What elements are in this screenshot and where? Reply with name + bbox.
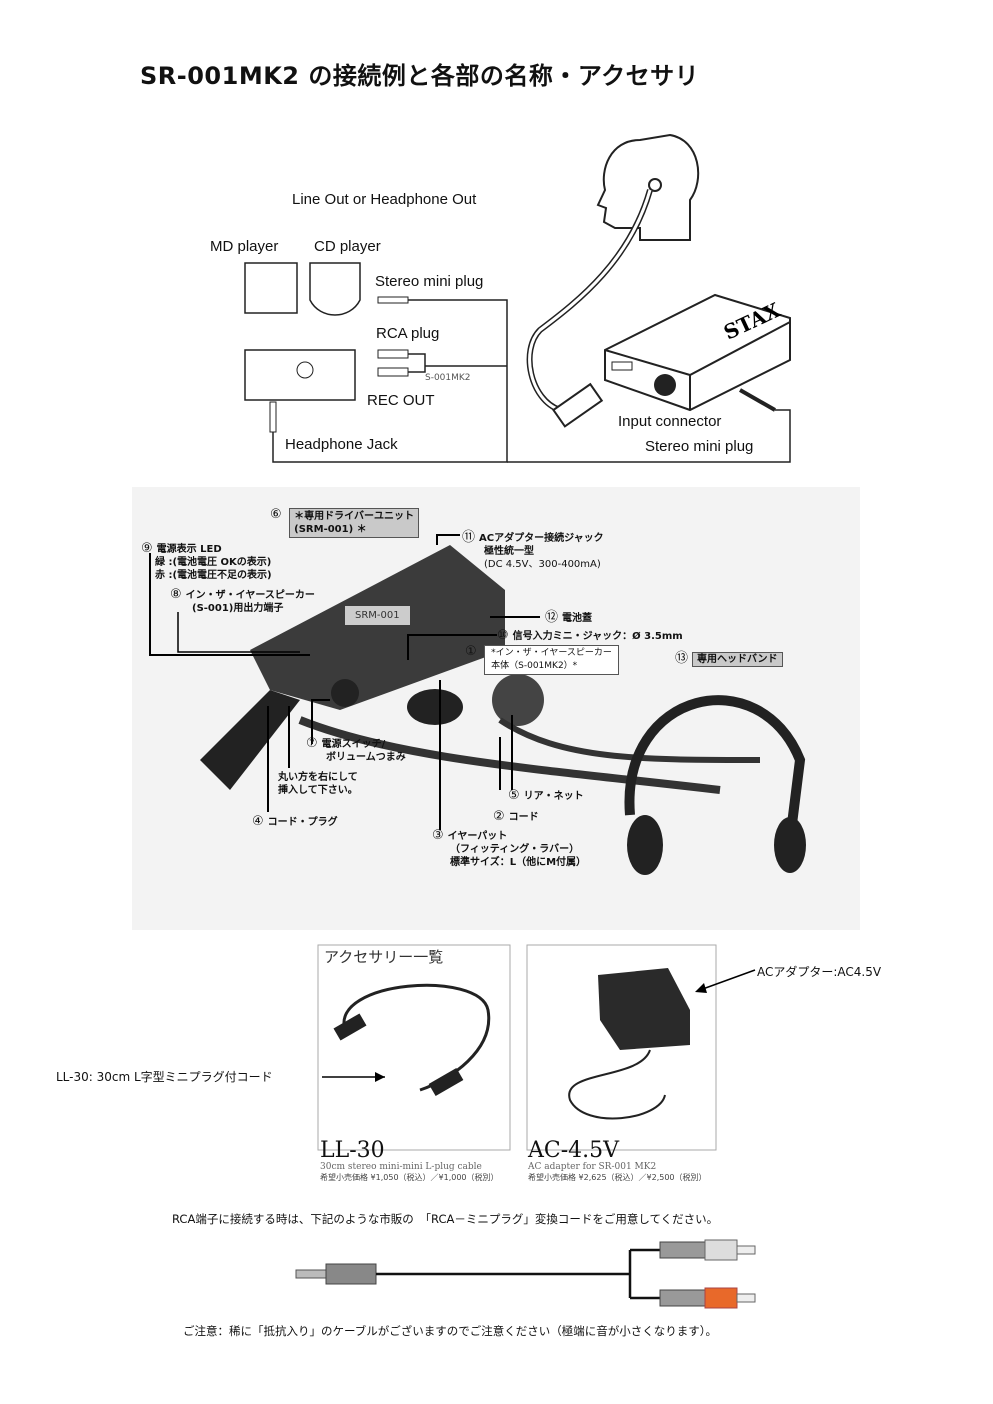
part-6-label: ⑥ ＊専用ドライバーユニット(SRM-001) ＊ xyxy=(270,508,419,538)
srm-001-tag: SRM-001 xyxy=(345,606,410,625)
driver-unit-photo xyxy=(250,545,505,710)
caution-note: ご注意：稀に「抵抗入り」のケーブルがございますのでご注意ください（極端に音が小さ… xyxy=(183,1324,718,1338)
rca-note: RCA端子に接続する時は、下記のような市販の 「RCA－ミニプラグ」変換コードを… xyxy=(172,1212,719,1226)
cd-player-label: CD player xyxy=(314,238,381,255)
stereo-mini-plug-label-2: Stereo mini plug xyxy=(645,438,754,455)
rca-red-plug-icon xyxy=(704,1287,738,1309)
headband-photo xyxy=(624,695,806,841)
insert-note: 丸い方を右にして挿入して下さい。 xyxy=(278,772,358,796)
rear-net-photo xyxy=(492,674,544,726)
rca-white-plug-icon xyxy=(704,1239,738,1261)
mini-plug-icon xyxy=(325,1263,377,1285)
srm-001-device xyxy=(604,293,791,412)
line-out-label: Line Out or Headphone Out xyxy=(292,191,477,208)
amplifier-icon xyxy=(244,349,356,401)
earpad-photo xyxy=(407,689,463,725)
ac-adapter-photo xyxy=(598,968,690,1050)
head-icon xyxy=(596,133,700,241)
md-player-label: MD player xyxy=(210,238,279,255)
cd-player-icon xyxy=(309,262,361,316)
accessories-heading: アクセサリー一覧 xyxy=(324,948,444,966)
rca-plug-label: RCA plug xyxy=(376,325,440,342)
ll-30-item: LL-30 30cm stereo mini-mini L-plug cable… xyxy=(320,1138,499,1182)
rec-out-label: REC OUT xyxy=(367,392,435,409)
headphone-jack-label: Headphone Jack xyxy=(285,436,398,453)
stereo-mini-plug-label: Stereo mini plug xyxy=(375,273,484,290)
s001mk2-label: S-001MK2 xyxy=(425,373,471,383)
ac-4-5v-item: AC-4.5V AC adapter for SR-001 MK2 希望小売価格… xyxy=(528,1138,707,1182)
ac-adapter-callout: ACアダプター:AC4.5V xyxy=(757,965,882,979)
page-title: SR-001MK2 の接続例と各部の名称・アクセサリ xyxy=(140,62,700,90)
part-1-label: ① *イン・ザ・イヤースピーカー本体（S-001MK2）* xyxy=(465,645,619,675)
ll-30-callout: LL-30: 30cm L字型ミニプラグ付コード xyxy=(56,1070,273,1084)
input-connector-label: Input connector xyxy=(618,413,722,430)
cord-plug-photo xyxy=(200,690,300,790)
md-player-icon xyxy=(244,262,298,314)
